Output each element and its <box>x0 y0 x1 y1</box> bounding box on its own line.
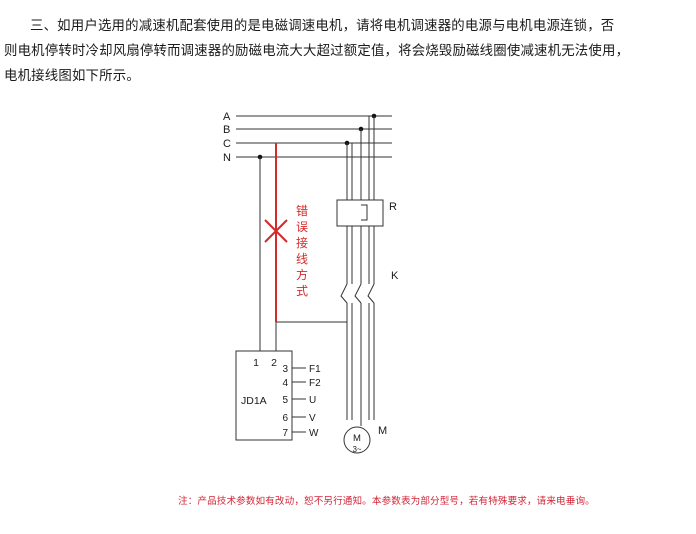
controller-model: JD1A <box>241 395 267 407</box>
wrong-x-icon <box>264 219 288 243</box>
terminal-6: 6 <box>282 413 288 424</box>
thermal-relay <box>336 199 384 227</box>
relay-element <box>361 204 368 221</box>
contactor-label: K <box>391 270 399 282</box>
label-line-c: C <box>223 138 231 150</box>
wrong-char-3: 接 <box>296 235 308 250</box>
footnote: 注：产品技术参数如有改动，恕不另行通知。本参数表为部分型号，若有特殊要求，请来电… <box>178 496 595 507</box>
wrong-wiring-label: 错 误 接 线 方 式 <box>296 204 308 298</box>
phase-wires <box>346 116 375 426</box>
paragraph-line-2: 则电机停转时冷却风扇停转而调速器的励磁电流大大超过额定值，将会烧毁励磁线圈使减速… <box>4 44 630 59</box>
contactor-contacts <box>340 283 375 304</box>
signal-w: W <box>309 428 319 439</box>
contact-b <box>354 283 362 304</box>
terminal-signals: F1 F2 U V W <box>309 364 321 439</box>
terminal-1: 1 <box>253 357 259 369</box>
wrong-char-5: 方 <box>296 267 308 282</box>
controller-box <box>235 350 293 441</box>
wrong-char-4: 线 <box>296 252 308 266</box>
terminal-3: 3 <box>282 364 288 375</box>
terminal-7: 7 <box>282 428 288 439</box>
description-paragraph: 三、如用户选用的减速机配套使用的是电磁调速电机，请将电机调速器的电源与电机电源连… <box>4 14 694 89</box>
terminal-leads <box>292 367 306 433</box>
signal-f1: F1 <box>309 364 321 375</box>
motor-symbol <box>343 426 371 454</box>
controller-terminals-right: 3 4 5 6 7 <box>282 364 288 439</box>
motor-label: M <box>378 425 387 437</box>
wire-terminal-2 <box>275 321 347 351</box>
supply-lines <box>236 115 392 158</box>
terminal-2: 2 <box>271 357 277 369</box>
paragraph-line-3: 电机接线图如下所示。 <box>4 69 140 84</box>
motor-symbol-top: M <box>353 433 361 444</box>
contact-a <box>367 283 375 304</box>
motor-symbol-bottom: 3~ <box>352 445 361 454</box>
terminal-4: 4 <box>282 378 288 389</box>
relay-label: R <box>389 201 397 213</box>
wrong-char-2: 误 <box>296 220 308 234</box>
wrong-char-1: 错 <box>296 204 308 218</box>
paragraph-line-1: 三、如用户选用的减速机配套使用的是电磁调速电机，请将电机调速器的电源与电机电源连… <box>30 19 615 34</box>
relay-box <box>336 199 384 227</box>
label-line-a: A <box>223 111 231 123</box>
label-line-n: N <box>223 152 231 164</box>
contact-c <box>340 283 348 304</box>
label-line-b: B <box>223 124 230 136</box>
terminal-5: 5 <box>282 395 288 406</box>
signal-u: U <box>309 395 316 406</box>
signal-f2: F2 <box>309 378 321 389</box>
signal-v: V <box>309 413 316 424</box>
wrong-char-6: 式 <box>296 284 308 298</box>
